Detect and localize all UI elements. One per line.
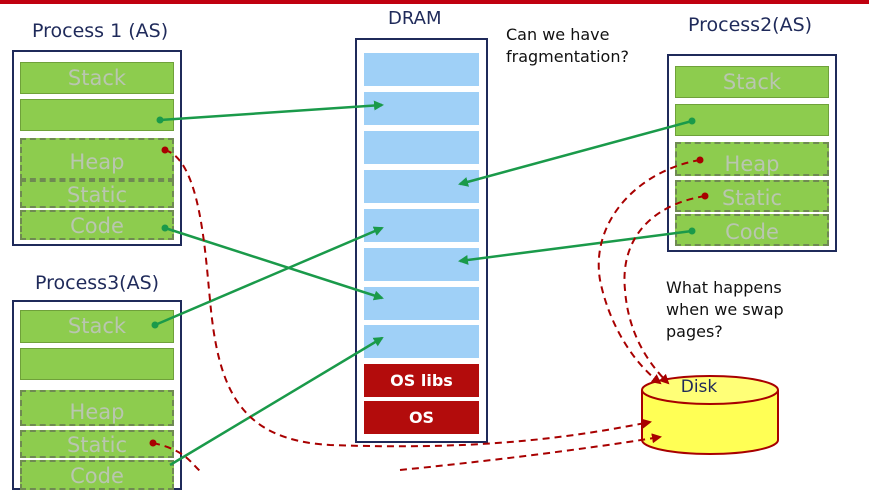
process1-title: Process 1 (AS) <box>32 20 169 42</box>
dram-frame <box>364 209 479 242</box>
mapping-arrow <box>159 100 384 122</box>
process3-title: Process3(AS) <box>35 272 160 294</box>
mapping-overlay <box>149 100 779 471</box>
process3-static-segment: Static <box>20 430 174 458</box>
process1-address-space: Stack Heap Static Code <box>12 50 182 246</box>
process2-heap-segment: Heap <box>675 142 829 176</box>
fragmentation-question: Can we have fragmentation? <box>506 25 629 66</box>
process2-title: Process2(AS) <box>688 14 813 36</box>
top-accent-bar <box>0 0 869 4</box>
dram-frame <box>364 131 479 164</box>
mapping-arrow <box>169 336 384 467</box>
process1-stack-segment: Stack <box>20 62 174 94</box>
disk-icon <box>641 375 779 455</box>
process1-heap-segment: Heap <box>20 138 174 180</box>
dram-title: DRAM <box>388 8 442 29</box>
swap-arrows <box>149 146 709 471</box>
dram-os-libs-block: OS libs <box>364 364 479 397</box>
process2-free-region <box>675 104 829 136</box>
process2-stack-segment: Stack <box>675 66 829 98</box>
process1-static-segment: Static <box>20 180 174 208</box>
mapping-arrow <box>154 226 384 327</box>
process3-free-region <box>20 348 174 380</box>
process3-stack-segment: Stack <box>20 310 174 343</box>
swap-arrow <box>623 195 706 385</box>
swap-arrow <box>164 149 652 448</box>
mapping-arrow <box>458 119 693 187</box>
process3-heap-segment: Heap <box>20 390 174 426</box>
swap-arrow <box>152 442 201 471</box>
page-mapping-arrows <box>151 100 696 467</box>
dram-os-block: OS <box>364 401 479 434</box>
mapping-arrow <box>164 226 384 301</box>
swap-arrow <box>399 433 662 471</box>
swap-question: What happens when we swap pages? <box>666 278 784 341</box>
swap-arrow <box>597 159 701 385</box>
process2-code-segment: Code <box>675 214 829 246</box>
mapping-arrow <box>458 229 693 265</box>
process2-address-space: Stack Heap Static Code <box>667 54 837 252</box>
process1-free-region <box>20 99 174 131</box>
process3-address-space: Stack Heap Static Code <box>12 300 182 490</box>
dram-frame <box>364 53 479 86</box>
disk-label: Disk <box>680 377 718 397</box>
process1-code-segment: Code <box>20 210 174 240</box>
